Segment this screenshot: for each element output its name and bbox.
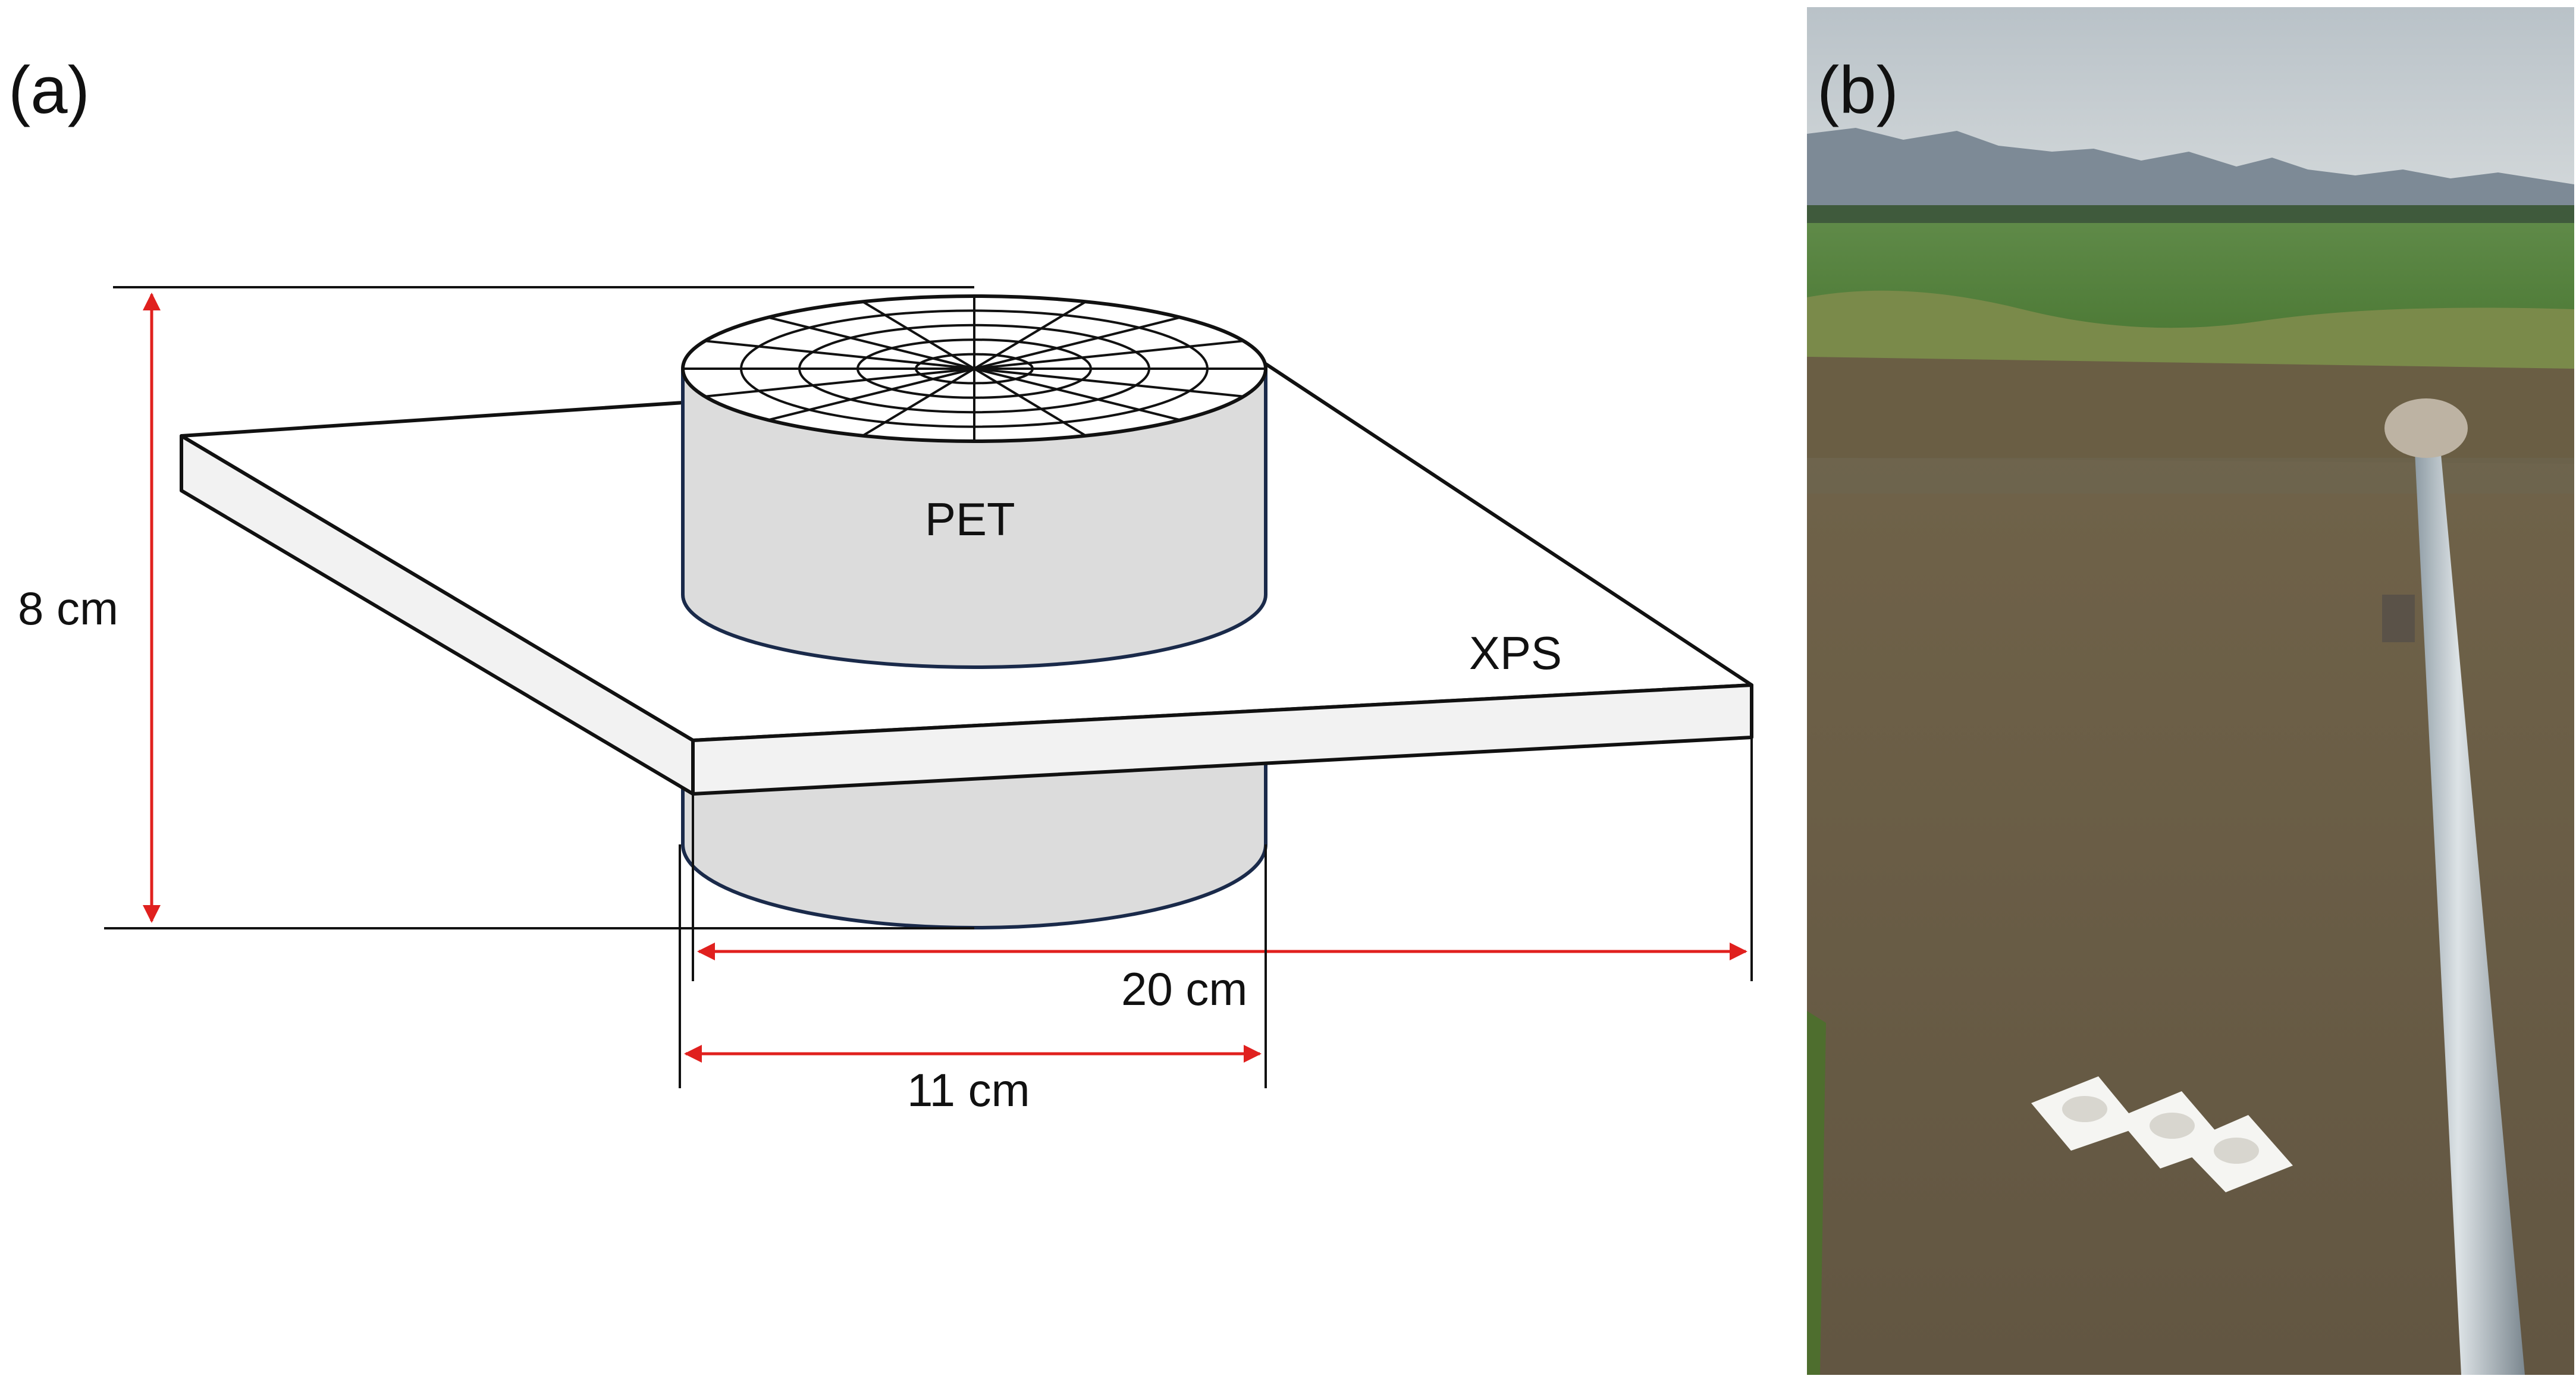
pet-cylinder-top xyxy=(681,294,1267,669)
panel-b: (b) xyxy=(1807,7,2574,1375)
height-dimension: 8 cm xyxy=(18,286,974,929)
plate-width-label: 20 cm xyxy=(1121,963,1247,1015)
plate-width-dimension: 20 cm xyxy=(692,737,1753,1015)
xps-label: XPS xyxy=(1469,627,1562,679)
pet-mesh-top xyxy=(681,294,1267,443)
field-photo xyxy=(1807,7,2574,1375)
panel-a-label: (a) xyxy=(8,53,90,127)
cylinder-diameter-label: 11 cm xyxy=(907,1064,1030,1116)
pet-label: PET xyxy=(925,493,1015,545)
height-label: 8 cm xyxy=(18,582,118,635)
panel-a: (a) PET XPS xyxy=(8,53,1753,1116)
floating-samplers xyxy=(2031,1076,2293,1192)
panel-b-label: (b) xyxy=(1817,53,1899,127)
cylinder-diameter-dimension: 11 cm xyxy=(679,844,1267,1116)
